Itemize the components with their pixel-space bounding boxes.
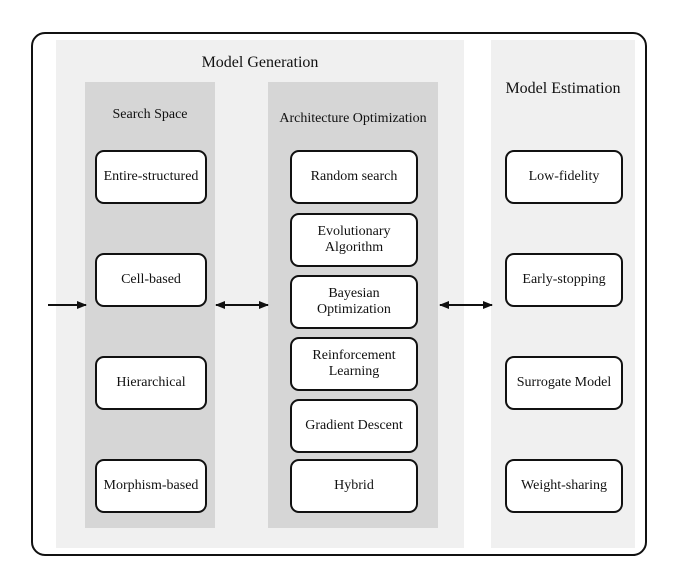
architecture-optimization-title: Architecture Optimization: [279, 111, 427, 126]
search-space-entire-structured: Entire-structured: [95, 150, 207, 204]
search-space-title: Search Space: [112, 107, 188, 122]
model-estimation-title: Model Estimation: [505, 80, 621, 97]
search-space-hierarchical: Hierarchical: [95, 356, 207, 410]
arch-opt-hybrid: Hybrid: [290, 459, 418, 513]
arch-opt-gradient-descent: Gradient Descent: [290, 399, 418, 453]
outer-frame: [31, 32, 647, 556]
search-space-cell-based: Cell-based: [95, 253, 207, 307]
arch-opt-bayesian-optimization: Bayesian Optimization: [290, 275, 418, 329]
search-space-morphism-based: Morphism-based: [95, 459, 207, 513]
arch-opt-evolutionary-algorithm: Evolutionary Algorithm: [290, 213, 418, 267]
estimation-surrogate-model: Surrogate Model: [505, 356, 623, 410]
model-generation-title: Model Generation: [201, 54, 319, 71]
arch-opt-reinforcement-learning-label: Reinforcement Learning: [312, 348, 396, 379]
arch-opt-reinforcement-learning: Reinforcement Learning: [290, 337, 418, 391]
estimation-weight-sharing: Weight-sharing: [505, 459, 623, 513]
arch-opt-bayesian-optimization-label: Bayesian Optimization: [317, 286, 391, 317]
estimation-low-fidelity: Low-fidelity: [505, 150, 623, 204]
estimation-early-stopping: Early-stopping: [505, 253, 623, 307]
arch-opt-random-search: Random search: [290, 150, 418, 204]
arch-opt-evolutionary-algorithm-label: Evolutionary Algorithm: [317, 224, 391, 255]
